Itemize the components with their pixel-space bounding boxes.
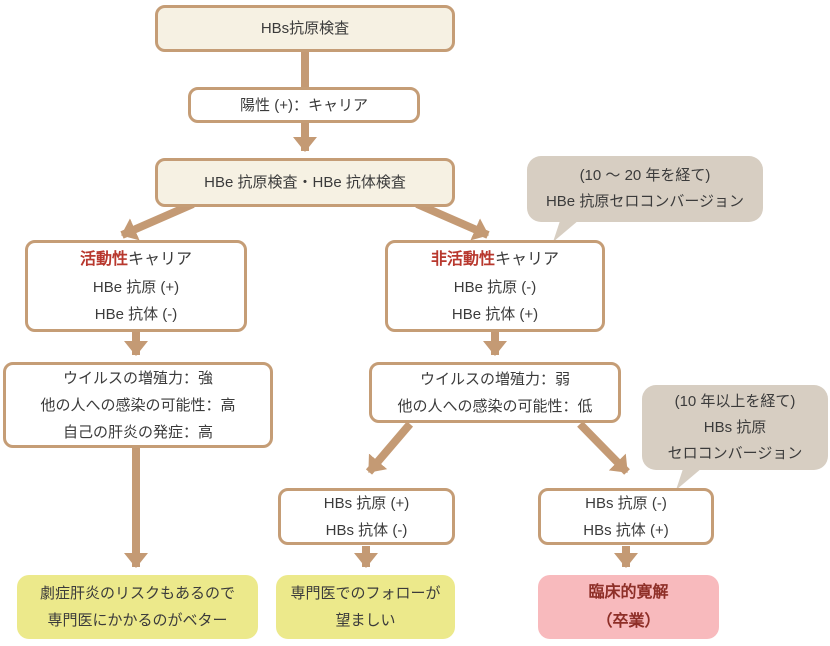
node-label: HBs抗原検査 bbox=[260, 20, 350, 37]
arrow-detail-to-hbs-negative bbox=[577, 421, 630, 475]
node-hbs-negative: HBs 抗原 (-) HBs 抗体 (+) bbox=[538, 488, 714, 545]
node-line: HBe 抗原 (-) bbox=[453, 278, 537, 296]
node-inactive-detail: ウイルスの増殖力：弱 他の人への感染の可能性：低 bbox=[369, 362, 621, 423]
node-line: 他の人への感染の可能性：高 bbox=[40, 396, 236, 414]
outcome-line: 劇症肝炎のリスクもあるので bbox=[39, 585, 235, 602]
outcome-line: 望ましい bbox=[335, 612, 396, 629]
node-line: 自己の肝炎の発症：高 bbox=[62, 423, 213, 441]
node-label: 陽性 (+)：キャリア bbox=[240, 96, 368, 114]
node-hbe-test: HBe 抗原検査・HBe 抗体検査 bbox=[155, 158, 455, 207]
node-inactive-carrier: 非活動性キャリア HBe 抗原 (-) HBe 抗体 (+) bbox=[385, 240, 605, 332]
active-highlight: 活動性 bbox=[79, 250, 128, 268]
outcome-line: 専門医にかかるのがベター bbox=[47, 612, 228, 629]
node-title: 活動性キャリア bbox=[80, 245, 192, 274]
callout-hbs-seroconversion: (10 年以上を経て) HBs 抗原 セロコンバージョン bbox=[642, 385, 828, 490]
active-title-suffix: キャリア bbox=[128, 250, 193, 268]
outcome-clinical-remission: 臨床的寛解 （卒業） bbox=[538, 575, 719, 639]
node-positive-carrier: 陽性 (+)：キャリア bbox=[188, 87, 420, 123]
callout-hbs-sero-line3: セロコンバージョン bbox=[667, 444, 803, 462]
node-hbs-antigen-test: HBs抗原検査 bbox=[155, 5, 455, 52]
node-line: ウイルスの増殖力：弱 bbox=[419, 370, 570, 388]
inactive-title-suffix: キャリア bbox=[495, 250, 560, 268]
node-line: HBe 抗体 (-) bbox=[94, 305, 178, 323]
node-line: 他の人への感染の可能性：低 bbox=[397, 397, 593, 415]
node-line: ウイルスの増殖力：強 bbox=[62, 369, 213, 387]
node-line: HBe 抗原 (+) bbox=[92, 278, 180, 296]
callout-hbs-sero-line2: HBs 抗原 bbox=[703, 418, 767, 436]
node-active-carrier: 活動性キャリア HBe 抗原 (+) HBe 抗体 (-) bbox=[25, 240, 247, 332]
callout-hbe-sero-line1: (10 ～ 20 年を経て) bbox=[579, 167, 711, 184]
outcome-line: （卒業） bbox=[596, 613, 661, 630]
arrow-hbe-to-inactive bbox=[415, 200, 490, 241]
arrow-detail-to-hbs-positive bbox=[365, 421, 414, 475]
node-line: HBs 抗体 (-) bbox=[325, 521, 408, 539]
outcome-fulminant-risk: 劇症肝炎のリスクもあるので 専門医にかかるのがベター bbox=[17, 575, 258, 639]
node-active-detail: ウイルスの増殖力：強 他の人への感染の可能性：高 自己の肝炎の発症：高 bbox=[3, 362, 273, 448]
callout-hbe-seroconversion: (10 ～ 20 年を経て) HBe 抗原セロコンバージョン bbox=[527, 156, 763, 242]
callout-hbs-sero-line1: (10 年以上を経て) bbox=[674, 392, 796, 410]
arrow-hbe-to-active bbox=[120, 200, 195, 241]
outcome-line: 臨床的寛解 bbox=[588, 584, 669, 601]
node-line: HBe 抗体 (+) bbox=[451, 305, 539, 323]
node-hbs-positive: HBs 抗原 (+) HBs 抗体 (-) bbox=[278, 488, 455, 545]
node-label: HBe 抗原検査・HBe 抗体検査 bbox=[204, 174, 406, 191]
node-title: 非活動性キャリア bbox=[431, 245, 559, 274]
node-line: HBs 抗原 (+) bbox=[323, 494, 410, 512]
node-line: HBs 抗体 (+) bbox=[583, 521, 669, 539]
inactive-highlight: 非活動性 bbox=[430, 250, 495, 268]
outcome-line: 専門医でのフォローが bbox=[290, 585, 441, 602]
outcome-specialist-follow: 専門医でのフォローが 望ましい bbox=[276, 575, 455, 639]
node-line: HBs 抗原 (-) bbox=[585, 494, 667, 512]
callout-hbe-sero-line2: HBe 抗原セロコンバージョン bbox=[545, 193, 745, 210]
